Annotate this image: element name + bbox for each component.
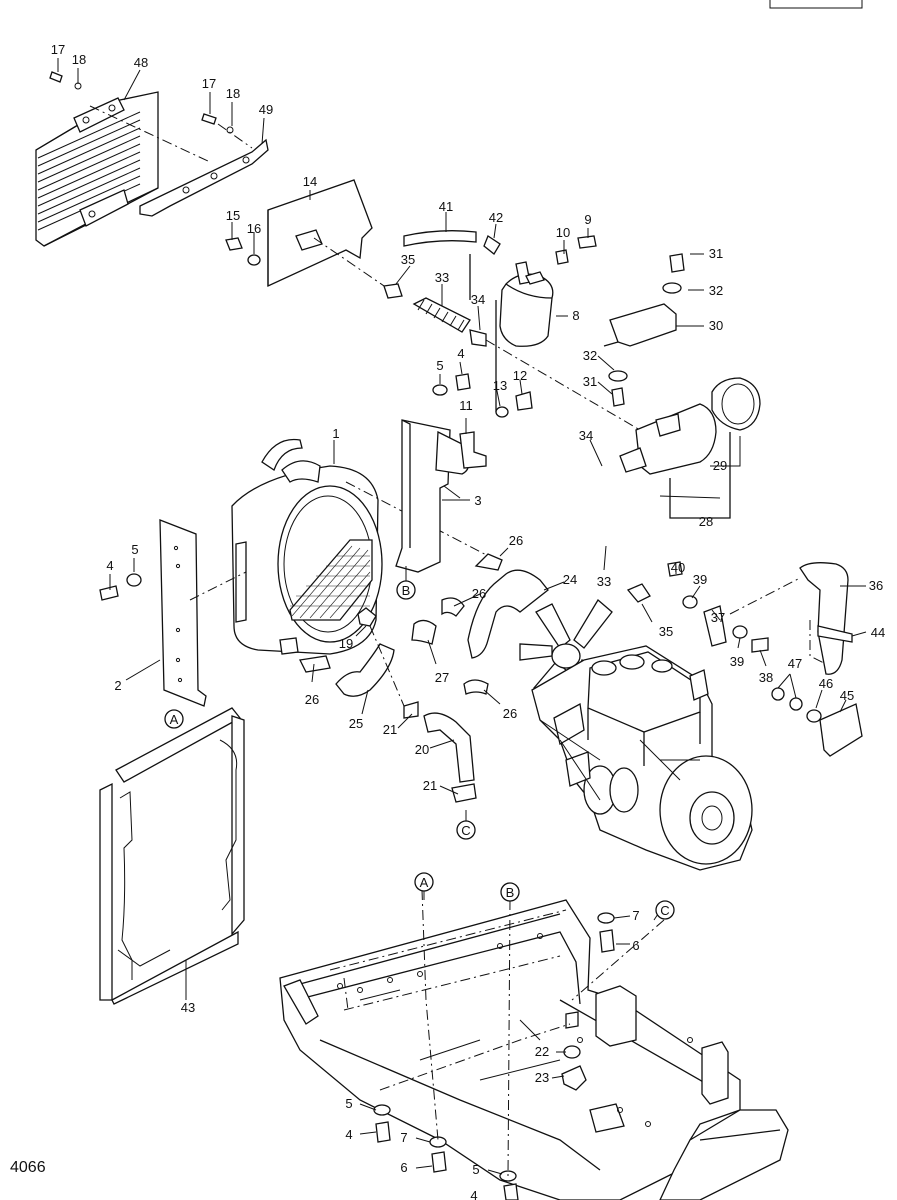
part-label-24: 24 [563,572,577,587]
part-label-48: 48 [134,55,148,70]
coolant-reserve-group [383,230,641,431]
part-label-28: 28 [699,514,713,529]
air-cleaner-group [603,253,761,519]
oil-cooler-assembly [35,71,269,247]
part-label-17: 17 [202,76,216,91]
part-label-9: 9 [584,212,591,227]
part-label-34: 34 [471,292,485,307]
part-label-19: 19 [339,636,353,651]
marker-b-bracket: B [402,583,411,598]
part-label-4: 4 [345,1127,352,1142]
part-label-4: 4 [457,346,464,361]
part-label-39: 39 [730,654,744,669]
part-label-22: 22 [535,1044,549,1059]
part-label-44: 44 [871,625,885,640]
part-label-23: 23 [535,1070,549,1085]
marker-c-hose: C [461,823,470,838]
part-label-21: 21 [423,778,437,793]
part-label-29: 29 [713,458,727,473]
part-label-14: 14 [303,174,317,189]
part-label-32: 32 [583,348,597,363]
part-label-41: 41 [439,199,453,214]
part-label-7: 7 [400,1130,407,1145]
part-label-5: 5 [472,1162,479,1177]
part-label-4: 4 [470,1188,477,1200]
part-label-26: 26 [305,692,319,707]
part-label-39: 39 [693,572,707,587]
part-label-27: 27 [435,670,449,685]
part-label-33: 33 [435,270,449,285]
part-label-31: 31 [709,246,723,261]
figure-code: 4066 [10,1159,46,1176]
part-label-18: 18 [226,86,240,101]
reference-marker-circles [164,580,675,920]
part-label-1: 1 [332,426,339,441]
part-label-16: 16 [247,221,261,236]
bracket-14-group [225,179,391,291]
chassis-frame [279,889,789,1200]
radiator-assembly [99,373,533,707]
part-label-38: 38 [759,670,773,685]
reference-marker-letters: B A C A B C [170,583,670,918]
part-label-6: 6 [400,1160,407,1175]
radiator-seal-43 [99,707,245,1005]
part-label-12: 12 [513,368,527,383]
part-label-17: 17 [51,42,65,57]
part-label-5: 5 [131,542,138,557]
exhaust-pipe-group [771,562,863,757]
part-number-labels: 17 18 48 17 18 49 14 15 16 41 42 10 9 31… [51,42,885,1200]
part-label-10: 10 [556,225,570,240]
part-label-30: 30 [709,318,723,333]
part-label-40: 40 [671,560,685,575]
part-label-32: 32 [709,283,723,298]
part-label-43: 43 [181,1000,195,1015]
part-label-47: 47 [788,656,802,671]
marker-a-frame: A [420,875,429,890]
part-label-2: 2 [114,678,121,693]
part-label-46: 46 [819,676,833,691]
part-label-31: 31 [583,374,597,389]
part-label-4: 4 [106,558,113,573]
part-label-18: 18 [72,52,86,67]
part-label-36: 36 [869,578,883,593]
marker-a-bracket: A [170,712,179,727]
marker-b-frame: B [506,885,515,900]
part-label-15: 15 [226,208,240,223]
part-label-26: 26 [472,586,486,601]
part-label-6: 6 [632,938,639,953]
part-label-42: 42 [489,210,503,225]
marker-c-frame: C [660,903,669,918]
part-label-33: 33 [597,574,611,589]
part-label-5: 5 [345,1096,352,1111]
part-label-25: 25 [349,716,363,731]
part-label-37: 37 [711,610,725,625]
part-label-20: 20 [415,742,429,757]
engine-group [519,561,801,871]
part-label-49: 49 [259,102,273,117]
part-label-7: 7 [632,908,639,923]
part-label-26: 26 [509,533,523,548]
leader-lines [57,58,867,1175]
part-label-45: 45 [840,688,854,703]
part-label-8: 8 [572,308,579,323]
part-label-5: 5 [436,358,443,373]
page-corner-box [769,0,863,9]
part-label-11: 11 [459,398,473,413]
part-label-26: 26 [503,706,517,721]
part-label-3: 3 [474,493,481,508]
part-label-35: 35 [659,624,673,639]
part-label-21: 21 [383,722,397,737]
lower-hose-group [299,553,549,803]
part-label-13: 13 [493,378,507,393]
part-label-35: 35 [401,252,415,267]
part-label-34: 34 [579,428,593,443]
